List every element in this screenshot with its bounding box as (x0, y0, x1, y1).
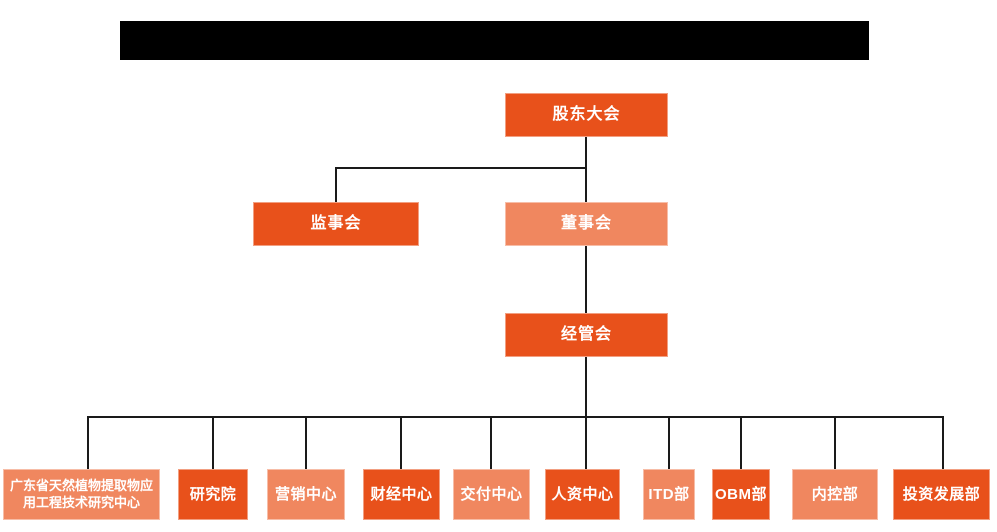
connector-dept-drop (942, 416, 944, 469)
redacted-title-bar (120, 21, 869, 60)
connector-dept-drop (490, 416, 492, 469)
org-node-internal-control-department: 内控部 (792, 469, 878, 520)
connector-dept-drop (87, 416, 89, 469)
connector-board-to-management (585, 246, 587, 313)
connector-root-down (585, 137, 587, 202)
connector-dept-drop (668, 416, 670, 469)
org-node-research-center: 广东省天然植物提取物应用工程技术研究中心 (3, 469, 160, 520)
org-node-supervisory-board: 监事会 (253, 202, 419, 246)
connector-dept-drop (212, 416, 214, 469)
connector-supervisory-drop (335, 167, 337, 202)
connector-dept-drop (740, 416, 742, 469)
org-node-management-committee: 经管会 (505, 313, 668, 357)
org-node-hr-center: 人资中心 (545, 469, 620, 520)
org-node-research-institute: 研究院 (178, 469, 248, 520)
org-node-investment-development-department: 投资发展部 (893, 469, 990, 520)
connector-management-down (585, 357, 587, 417)
connector-dept-drop (585, 416, 587, 469)
connector-departments-horizontal (87, 416, 944, 418)
org-node-finance-center: 财经中心 (363, 469, 440, 520)
connector-dept-drop (400, 416, 402, 469)
org-node-board-of-directors: 董事会 (505, 202, 668, 246)
org-node-obm-department: OBM部 (712, 469, 770, 520)
connector-dept-drop (305, 416, 307, 469)
org-node-shareholders-meeting: 股东大会 (505, 93, 668, 137)
org-node-delivery-center: 交付中心 (453, 469, 530, 520)
connector-level2-horizontal (335, 167, 587, 169)
org-node-marketing-center: 营销中心 (267, 469, 345, 520)
org-node-itd-department: ITD部 (643, 469, 695, 520)
connector-dept-drop (834, 416, 836, 469)
